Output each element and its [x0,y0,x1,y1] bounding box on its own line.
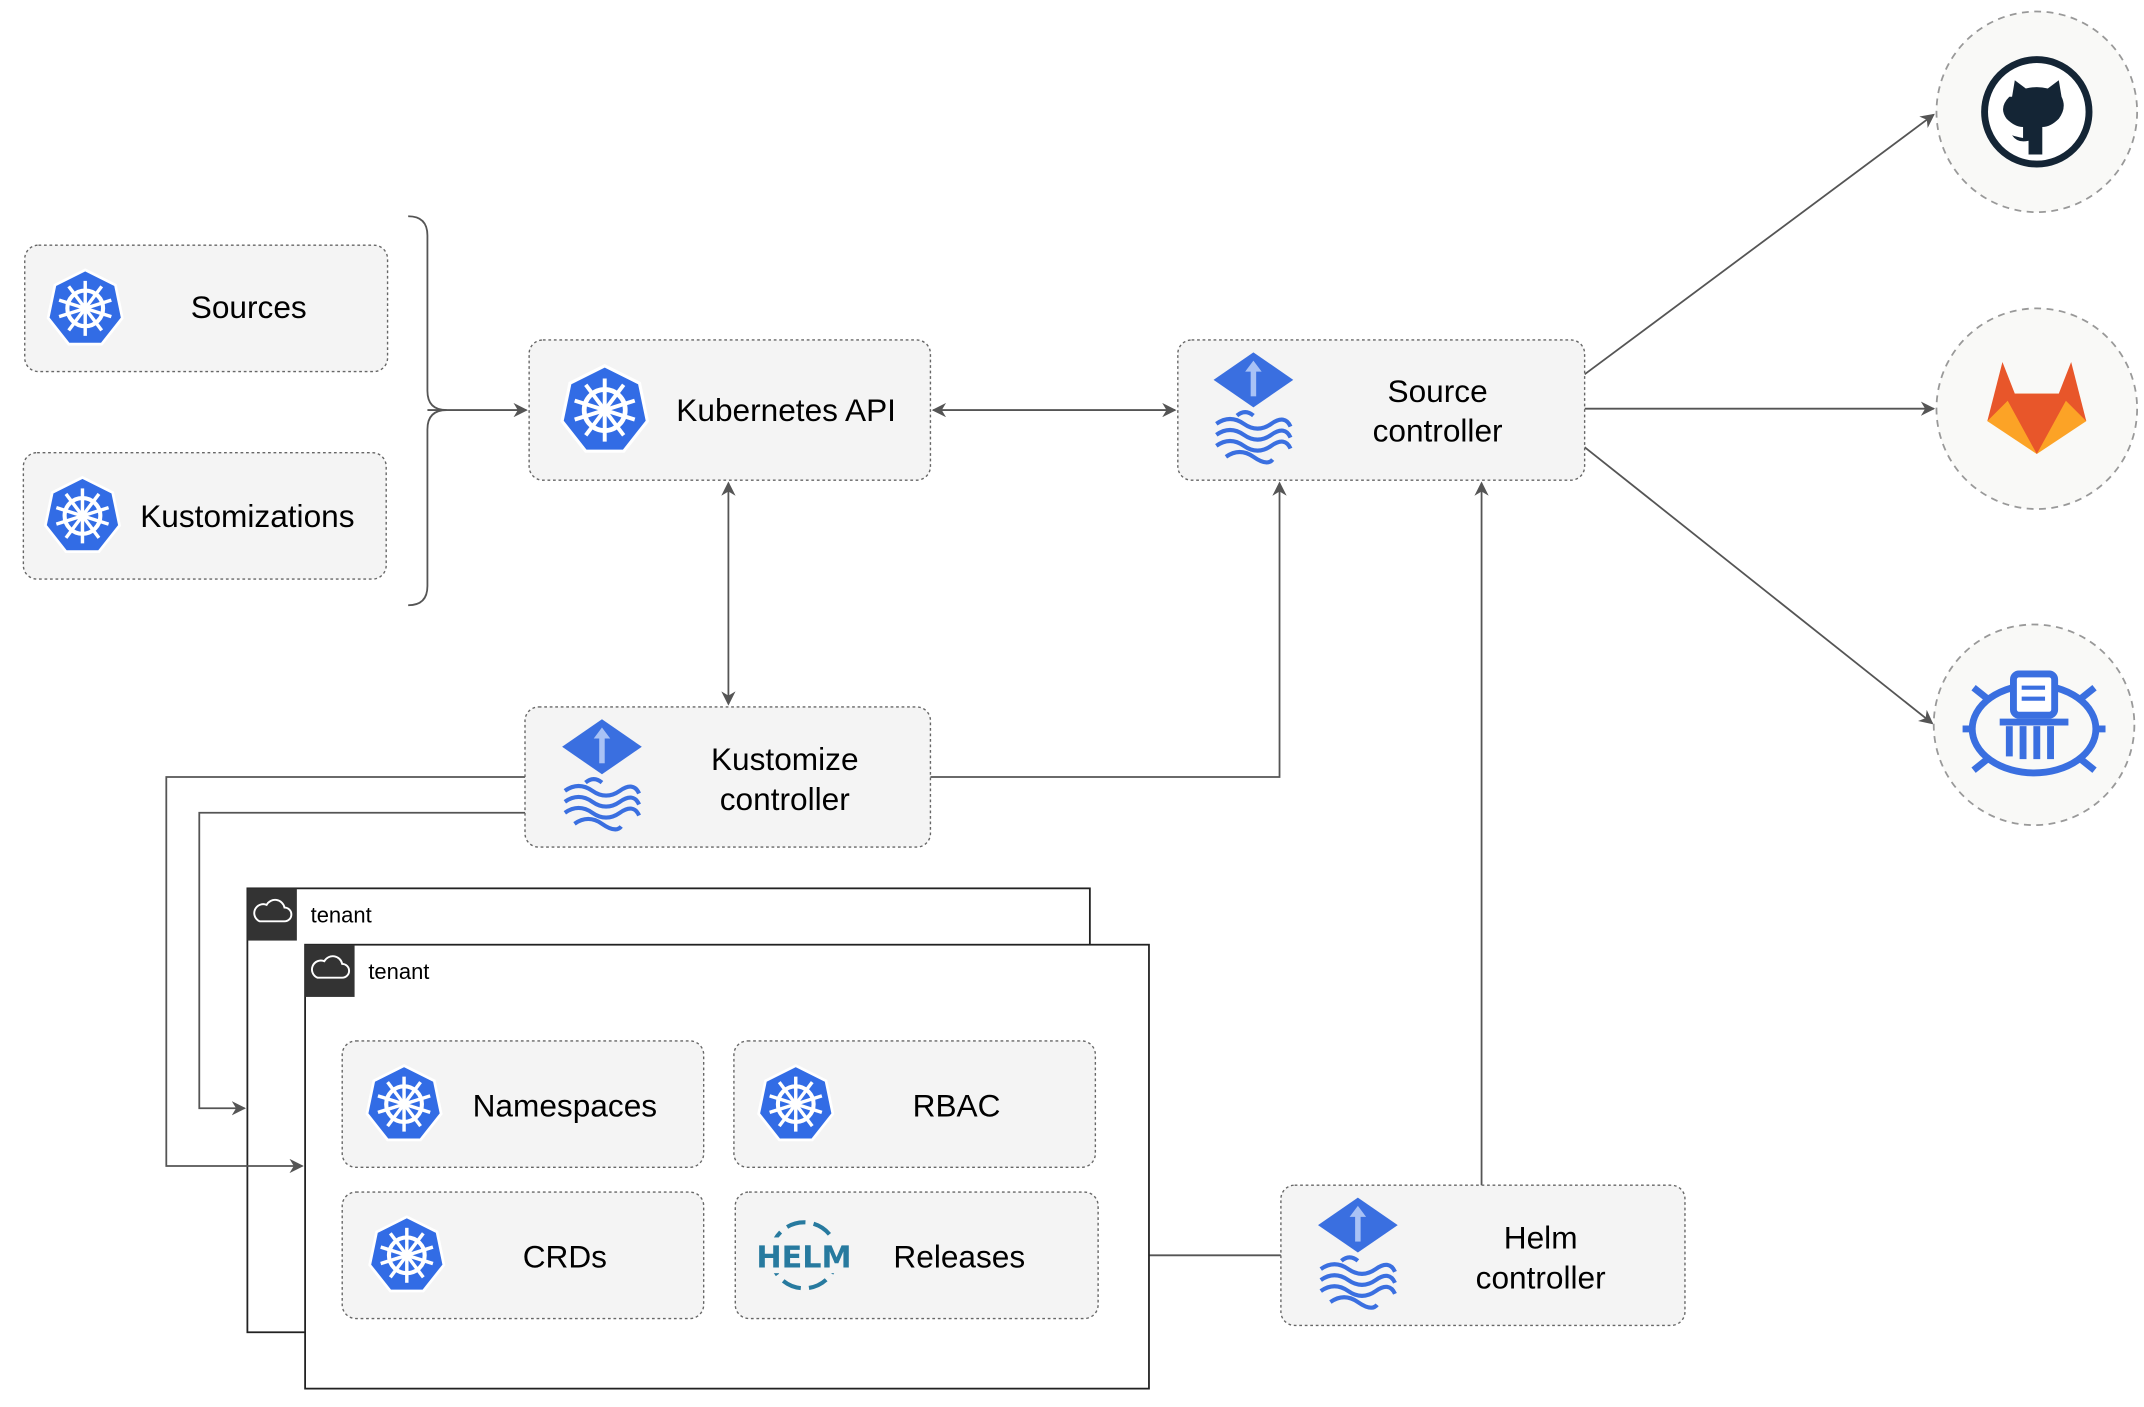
edge-kustomize-to-source-controller [930,481,1287,778]
node-label: Kustomize [711,741,859,777]
edge-kustomize-to-tenant-back [198,811,526,1116]
node-label: controller [720,781,850,817]
node-label: Helm [1504,1219,1578,1255]
node-namespaces[interactable]: Namespaces [341,1040,705,1169]
node-helm-controller[interactable]: Helm controller [1280,1184,1686,1327]
github-node[interactable] [1935,10,2139,214]
node-label: controller [1373,413,1503,449]
edge-kustomize-to-tenant-front [165,776,526,1174]
tenant-label: tenant [311,903,372,928]
node-kustomize-controller[interactable]: Kustomize controller [524,706,932,848]
node-label: Kubernetes API [676,392,896,428]
gitlab-icon [1987,361,2087,455]
node-label: CRDs [523,1239,607,1275]
node-kubernetes-api[interactable]: Kubernetes API [528,339,932,481]
node-sources[interactable]: Sources [24,244,389,373]
helm-icon: HELM [756,1220,852,1291]
registry-node[interactable] [1932,623,2136,827]
node-label: Sources [191,289,307,325]
node-crds[interactable]: CRDs [341,1191,705,1320]
node-label: Source [1388,373,1488,409]
harbor-icon [1962,670,2106,777]
github-icon [1981,56,2093,168]
node-rbac[interactable]: RBAC [733,1040,1097,1169]
node-label: Releases [893,1239,1025,1275]
tenant-label: tenant [368,959,429,984]
node-label: Namespaces [473,1087,657,1123]
edge-source-to-registry [1584,446,1934,725]
svg-text:HELM: HELM [756,1241,851,1276]
edge-source-to-github [1584,113,1935,376]
node-source-controller[interactable]: Source controller [1177,339,1586,481]
node-releases[interactable]: HELM Releases [734,1191,1099,1320]
node-label: Kustomizations [140,498,354,534]
node-label: controller [1476,1259,1606,1295]
node-label: RBAC [913,1087,1001,1123]
gitlab-node[interactable] [1935,307,2139,510]
node-kustomizations[interactable]: Kustomizations [22,451,387,580]
